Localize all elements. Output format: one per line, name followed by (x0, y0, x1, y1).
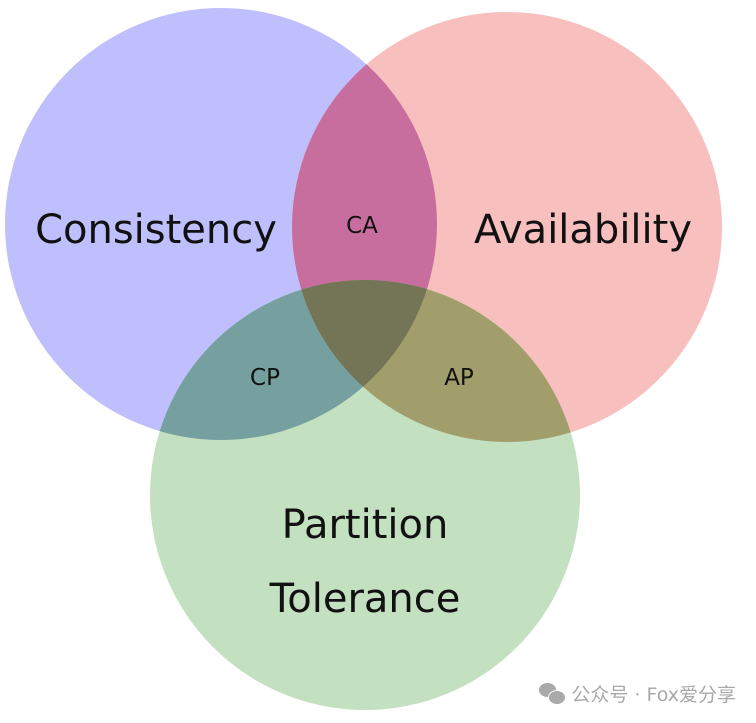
ca-label: CA (346, 213, 378, 239)
cp-label: CP (250, 365, 280, 391)
consistency-label: Consistency (35, 207, 277, 253)
ap-region (292, 280, 580, 442)
wechat-icon (539, 682, 567, 705)
ap-label: AP (444, 365, 474, 391)
cp-region (150, 280, 437, 440)
watermark-text: 公众号 · Fox爱分享 (571, 684, 736, 706)
availability-label: Availability (474, 207, 692, 253)
partition-label-line2: Tolerance (269, 576, 461, 622)
watermark: 公众号 · Fox爱分享 (539, 680, 736, 707)
partition-label-line1: Partition (282, 502, 449, 548)
